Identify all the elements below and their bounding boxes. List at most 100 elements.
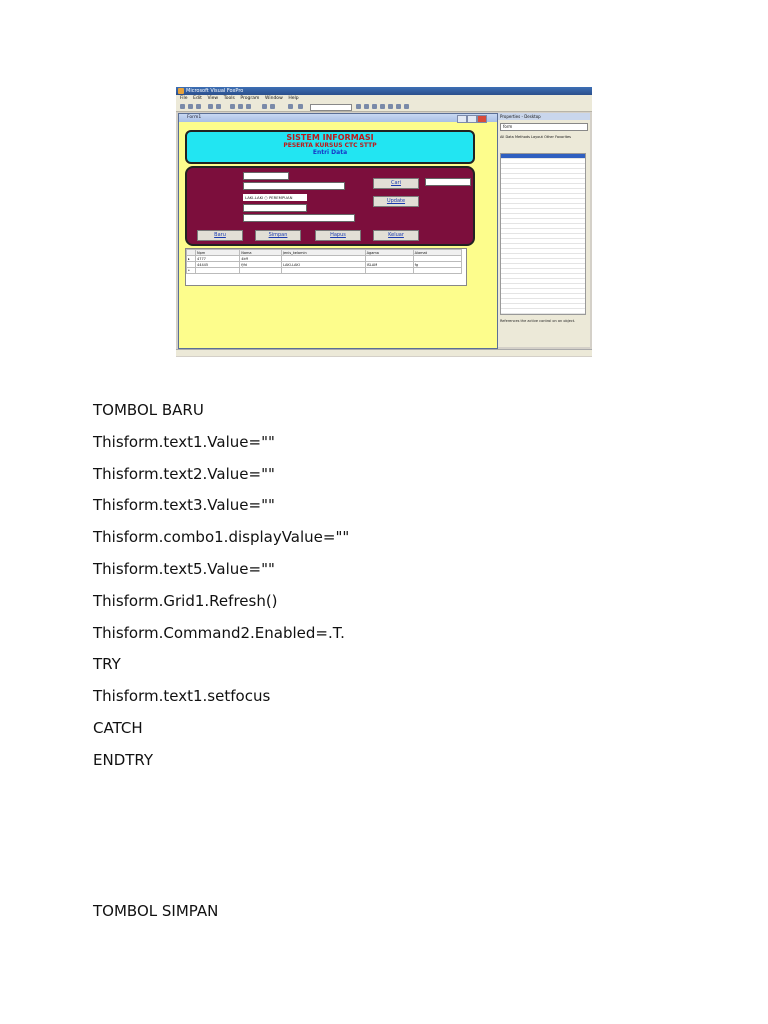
menu-window[interactable]: Window [265,96,283,101]
property-row[interactable] [501,229,585,234]
cut-icon[interactable] [230,104,235,109]
property-row[interactable] [501,199,585,204]
menu-edit[interactable]: Edit [193,96,202,101]
property-row[interactable] [501,219,585,224]
property-row[interactable] [501,204,585,209]
form-titlebar: Form1 [179,114,497,123]
form-caption: Form1 [187,115,202,120]
property-row[interactable] [501,289,585,294]
property-row[interactable] [501,264,585,269]
radio-laki[interactable]: LAKI-LAKI [245,195,264,200]
preview-icon[interactable] [216,104,221,109]
properties-icon[interactable] [372,104,377,109]
property-row[interactable] [501,284,585,289]
print-icon[interactable] [208,104,213,109]
tab-data[interactable]: Data [505,135,514,139]
property-row[interactable] [501,309,585,314]
property-row[interactable] [501,194,585,199]
property-row[interactable] [501,299,585,304]
code-line: Thisform.text5.Value="" [93,559,275,578]
property-row[interactable] [501,269,585,274]
property-row[interactable] [501,189,585,194]
property-row[interactable] [501,164,585,169]
property-list[interactable] [500,153,586,315]
property-row[interactable] [501,304,585,309]
copy-icon[interactable] [238,104,243,109]
update-button[interactable]: Update [373,196,419,207]
jenis-kelamin-radio[interactable]: LAKI-LAKI ○ PEREMPUAN [243,194,307,201]
property-row[interactable] [501,279,585,284]
property-row[interactable] [501,294,585,299]
data-session-icon[interactable] [364,104,369,109]
property-row[interactable] [501,259,585,264]
property-row[interactable] [501,239,585,244]
menu-tools[interactable]: Tools [223,96,235,101]
minimize-icon[interactable] [457,115,467,123]
property-row[interactable] [501,184,585,189]
code-icon[interactable] [380,104,385,109]
window-titlebar: Microsoft Visual FoxPro [176,87,592,95]
save-icon[interactable] [196,104,201,109]
forms-control-icon[interactable] [388,104,393,109]
baru-button[interactable]: Baru [197,230,243,241]
new-icon[interactable] [180,104,185,109]
menu-view[interactable]: View [207,96,219,101]
code-line: ENDTRY [93,750,154,769]
tab-methods[interactable]: Methods [514,135,530,139]
property-row[interactable] [501,224,585,229]
property-row[interactable] [501,274,585,279]
properties-tabs: All Data Methods Layout Other Favorites [500,134,588,140]
table-row[interactable]: * [186,267,463,274]
tab-other[interactable]: Other [544,135,555,139]
property-row[interactable] [501,209,585,214]
npm-input[interactable] [243,172,289,180]
command-window-icon[interactable] [356,104,361,109]
tab-all[interactable]: All [500,135,505,139]
property-row[interactable] [501,214,585,219]
paste-icon[interactable] [246,104,251,109]
property-row[interactable] [501,169,585,174]
toolbar-combo[interactable] [310,104,352,111]
agama-combo[interactable] [243,204,307,212]
undo-icon[interactable] [262,104,267,109]
hapus-button[interactable]: Hapus [315,230,361,241]
code-line: Thisform.text1.setfocus [93,687,271,706]
menu-help[interactable]: Help [288,96,299,101]
foxpro-screenshot: Microsoft Visual FoxPro File Edit View T… [176,87,592,357]
cari-input[interactable] [425,178,471,186]
close-icon[interactable] [477,115,487,123]
property-row[interactable] [501,179,585,184]
code-line: Thisform.text2.Value="" [93,464,275,483]
tab-layout[interactable]: Layout [531,135,543,139]
cari-button[interactable]: Cari [373,178,419,189]
maximize-icon[interactable] [467,115,477,123]
nama-input[interactable] [243,182,345,190]
property-row[interactable] [501,234,585,239]
object-selector[interactable]: form [500,123,588,131]
property-row[interactable] [501,254,585,259]
keluar-button[interactable]: Keluar [373,230,419,241]
menu-program[interactable]: Program [240,96,260,101]
property-row[interactable] [501,249,585,254]
radio-perempuan[interactable]: PEREMPUAN [268,195,293,200]
redo-icon[interactable] [270,104,275,109]
table-row[interactable]: 44445 fjfd LAKI-LAKI ISLAM fg [186,261,463,268]
tab-favorites[interactable]: Favorites [555,135,571,139]
alamat-input[interactable] [243,214,355,222]
property-row[interactable] [501,244,585,249]
property-row[interactable] [501,154,585,159]
property-row[interactable] [501,174,585,179]
simpan-button[interactable]: Simpan [255,230,301,241]
menu-file[interactable]: File [180,96,188,101]
open-icon[interactable] [188,104,193,109]
property-row[interactable] [501,159,585,164]
modify-icon[interactable] [298,104,303,109]
section-heading-baru: TOMBOL BARU [93,401,204,419]
data-grid[interactable]: Npm Nama Jenis_kelamin Agama Alamat ▸ 47… [185,248,467,286]
layout-icon[interactable] [396,104,401,109]
run-icon[interactable] [288,104,293,109]
window-title: Microsoft Visual FoxPro [186,88,244,94]
properties-title: Properties - Desktop [498,113,590,120]
wizard-icon[interactable] [404,104,409,109]
form-window: Form1 SISTEM INFORMASI PESERTA KURSUS CT… [178,113,498,349]
